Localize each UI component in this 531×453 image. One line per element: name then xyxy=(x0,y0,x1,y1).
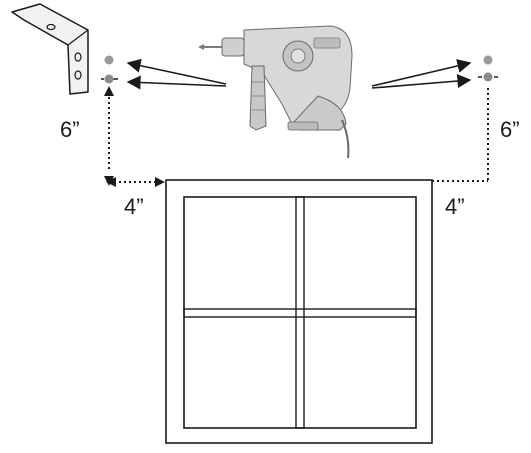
left-vertical-dimension-label: 6” xyxy=(60,117,80,142)
arrow-left-lower xyxy=(126,75,227,90)
dimension-arrowheads xyxy=(104,86,165,187)
l-bracket-icon xyxy=(11,3,89,95)
window-outer-frame xyxy=(165,179,433,444)
left-lower-hole-dot xyxy=(104,74,114,84)
dimension-lines xyxy=(108,88,489,183)
right-horizontal-dimension-label: 4” xyxy=(445,194,465,219)
right-hole-markers xyxy=(478,55,498,82)
left-hole-markers xyxy=(101,55,118,84)
arrow-right-lower xyxy=(371,74,472,89)
drill-to-hole-arrows xyxy=(126,58,472,90)
window-vertical-mullion xyxy=(295,196,305,429)
arrow-right-upper xyxy=(371,59,472,87)
arrow-left-upper xyxy=(126,58,227,85)
window-horizontal-mullion xyxy=(183,308,417,318)
right-upper-hole-dot xyxy=(483,55,493,65)
left-horizontal-dimension-label: 4” xyxy=(124,194,144,219)
right-lower-hole-dot xyxy=(483,72,493,82)
right-vertical-dimension-label: 6” xyxy=(500,117,520,142)
window-frame xyxy=(165,179,433,444)
window-inner-frame xyxy=(183,196,417,429)
rotary-hammer-drill-icon xyxy=(198,25,353,159)
left-upper-hole-dot xyxy=(104,55,114,65)
